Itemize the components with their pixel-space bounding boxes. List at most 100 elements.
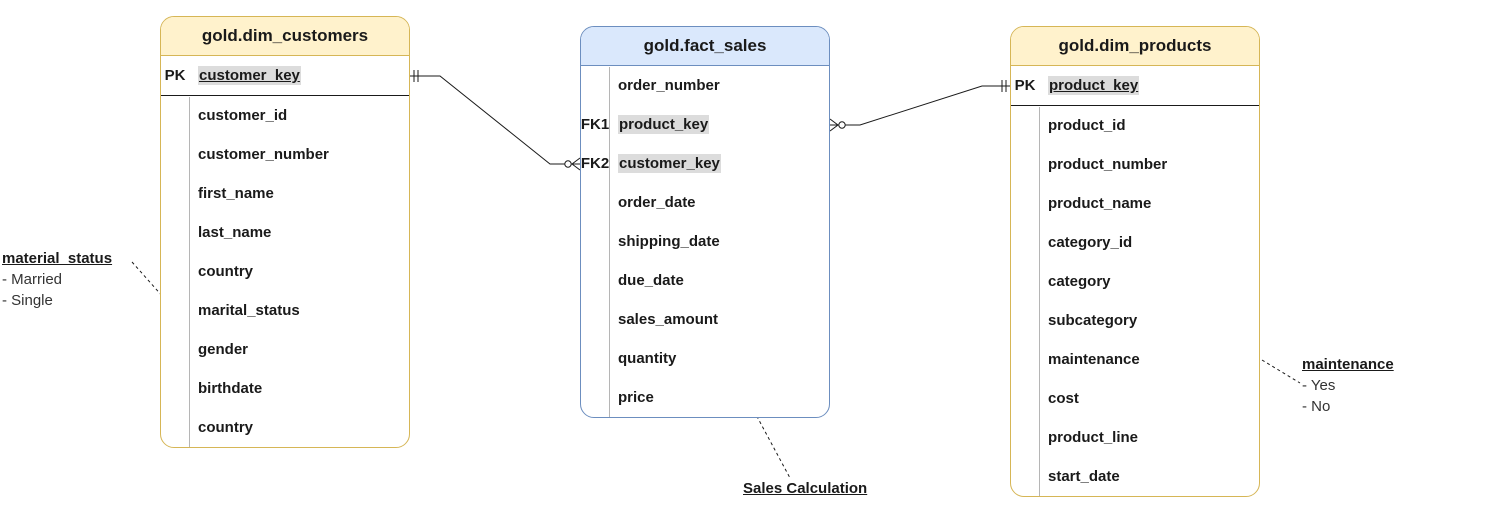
key-label: FK2 [580, 155, 610, 172]
key-label [1011, 106, 1039, 145]
pk-field: customer_key [198, 66, 301, 85]
field-name: last_name [198, 224, 272, 241]
table-title: gold.dim_customers [161, 17, 409, 56]
field-name: country [198, 263, 254, 280]
connector-customers-sales [410, 75, 580, 165]
key-label [581, 183, 609, 222]
field-name: category_id [1048, 234, 1133, 251]
key-label [1011, 379, 1039, 418]
note-line: - No [1302, 398, 1331, 415]
note-sales-calculation: Sales Calculation [743, 480, 868, 497]
field-name: birthdate [198, 380, 263, 397]
field-name: cost [1048, 390, 1079, 407]
field-row: shipping_date [581, 222, 829, 261]
field-row: country [161, 252, 409, 291]
field-name: marital_status [198, 302, 300, 319]
field-name: product_name [1048, 195, 1152, 212]
field-row: product_name [1011, 184, 1259, 223]
key-label [161, 135, 189, 174]
field-name: sales_amount [618, 311, 719, 328]
note-title: material_status [2, 250, 113, 267]
field-name: product_line [1048, 429, 1139, 446]
key-label [1011, 457, 1039, 496]
field-name: quantity [618, 350, 677, 367]
field-row: subcategory [1011, 301, 1259, 340]
key-label [161, 291, 189, 330]
field-row: customer_id [161, 96, 409, 135]
field-name: customer_number [198, 146, 329, 163]
field-name: maintenance [1048, 351, 1140, 368]
field-row: marital_status [161, 291, 409, 330]
field-name: subcategory [1048, 312, 1138, 329]
field-row: order_number [581, 66, 829, 105]
key-label [161, 330, 189, 369]
field-row: first_name [161, 174, 409, 213]
field-name: start_date [1048, 468, 1120, 485]
key-label [161, 174, 189, 213]
note-line: - Single [2, 292, 53, 309]
field-row: FK2 customer_key [581, 144, 829, 183]
field-row: product_id [1011, 106, 1259, 145]
field-row: product_number [1011, 145, 1259, 184]
pk-field: product_key [1048, 76, 1140, 95]
field-row: product_line [1011, 418, 1259, 457]
field-name: shipping_date [618, 233, 720, 250]
field-name: order_date [618, 194, 696, 211]
field-row: last_name [161, 213, 409, 252]
field-row: sales_amount [581, 300, 829, 339]
key-label [161, 252, 189, 291]
key-label [161, 408, 189, 447]
field-row: category [1011, 262, 1259, 301]
key-label [1011, 301, 1039, 340]
connector-products-sales [830, 85, 1010, 126]
note-link-maintenance [1261, 359, 1301, 384]
key-label [581, 339, 609, 378]
key-label: FK1 [580, 116, 610, 133]
field-name: due_date [618, 272, 684, 289]
field-name: customer_key [618, 154, 721, 173]
field-row: cost [1011, 379, 1259, 418]
key-label [581, 300, 609, 339]
key-label [1011, 223, 1039, 262]
field-row: customer_number [161, 135, 409, 174]
key-label [581, 222, 609, 261]
key-label [161, 96, 189, 135]
field-row: price [581, 378, 829, 417]
table-title: gold.fact_sales [581, 27, 829, 66]
note-title: maintenance [1302, 356, 1394, 373]
field-row: country [161, 408, 409, 447]
field-row: maintenance [1011, 340, 1259, 379]
field-row: quantity [581, 339, 829, 378]
field-name: first_name [198, 185, 274, 202]
pk-label: PK [1014, 77, 1036, 94]
note-line: - Yes [1302, 377, 1336, 394]
table-title: gold.dim_products [1011, 27, 1259, 66]
pk-row: PK product_key [1011, 66, 1259, 106]
field-name: product_number [1048, 156, 1168, 173]
note-marital-status: material_status - Married - Single [2, 248, 112, 311]
key-label [1011, 340, 1039, 379]
key-label [161, 213, 189, 252]
table-dim-products: gold.dim_products PK product_key product… [1010, 26, 1260, 497]
key-label [1011, 262, 1039, 301]
key-label [581, 66, 609, 105]
field-name: price [618, 389, 654, 406]
field-name: customer_id [198, 107, 288, 124]
note-maintenance: maintenance - Yes - No [1302, 354, 1394, 417]
field-name: product_id [1048, 117, 1126, 134]
field-name: order_number [618, 77, 720, 94]
key-label [581, 261, 609, 300]
field-name: category [1048, 273, 1111, 290]
field-name: gender [198, 341, 249, 358]
field-row: birthdate [161, 369, 409, 408]
pk-row: PK customer_key [161, 56, 409, 96]
table-dim-customers: gold.dim_customers PK customer_key custo… [160, 16, 410, 448]
key-label [581, 378, 609, 417]
field-row: order_date [581, 183, 829, 222]
note-line: - Married [2, 271, 63, 288]
